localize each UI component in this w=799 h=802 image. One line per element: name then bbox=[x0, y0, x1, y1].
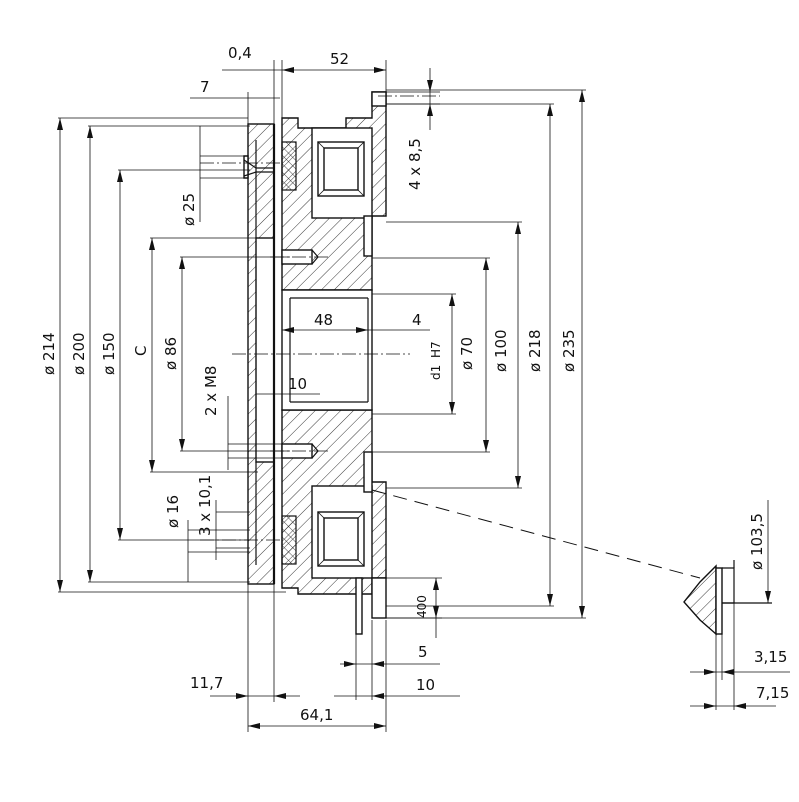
dim-w4: 4 bbox=[412, 311, 422, 329]
dim-d1: d1 bbox=[429, 365, 443, 380]
dim-w10a: 10 bbox=[288, 375, 307, 393]
dim-holes-4: 4 x 8,5 bbox=[406, 138, 424, 190]
dim-w715: 7,15 bbox=[756, 684, 789, 702]
dim-w315: 3,15 bbox=[754, 648, 787, 666]
dim-d70: ø 70 bbox=[458, 337, 476, 370]
dim-d218: ø 218 bbox=[526, 329, 544, 372]
dim-d214: ø 214 bbox=[40, 332, 58, 375]
dim-w52: 52 bbox=[330, 50, 349, 68]
dim-d86: ø 86 bbox=[162, 337, 180, 370]
dim-holes-3: 3 x 10,1 bbox=[196, 475, 214, 536]
detail-view bbox=[683, 560, 772, 636]
dim-w641: 64,1 bbox=[300, 706, 333, 724]
dimension-lines bbox=[58, 60, 790, 732]
dim-d100: ø 100 bbox=[492, 329, 510, 372]
dim-c: C bbox=[132, 346, 150, 356]
dim-d25: ø 25 bbox=[180, 193, 198, 226]
dim-d103: ø 103,5 bbox=[748, 513, 766, 570]
dim-h7: H7 bbox=[429, 341, 443, 358]
dim-d150: ø 150 bbox=[100, 332, 118, 375]
dim-w5: 5 bbox=[418, 643, 428, 661]
dim-d200: ø 200 bbox=[70, 332, 88, 375]
dim-d235: ø 235 bbox=[560, 329, 578, 372]
dim-m8: 2 x M8 bbox=[202, 366, 220, 416]
dimension-labels: ø 214 ø 200 ø 150 C ø 86 ø 25 2 x M8 ø 1… bbox=[40, 44, 789, 724]
dim-w04: 0,4 bbox=[228, 44, 252, 62]
rotor-body bbox=[281, 91, 387, 635]
dim-d16: ø 16 bbox=[164, 495, 182, 528]
dim-w10b: 10 bbox=[416, 676, 435, 694]
dim-w48: 48 bbox=[314, 311, 333, 329]
dim-w400: 400 bbox=[415, 595, 429, 618]
arrowheads bbox=[57, 67, 771, 729]
dim-w7: 7 bbox=[200, 78, 210, 96]
dim-w117: 11,7 bbox=[190, 674, 223, 692]
